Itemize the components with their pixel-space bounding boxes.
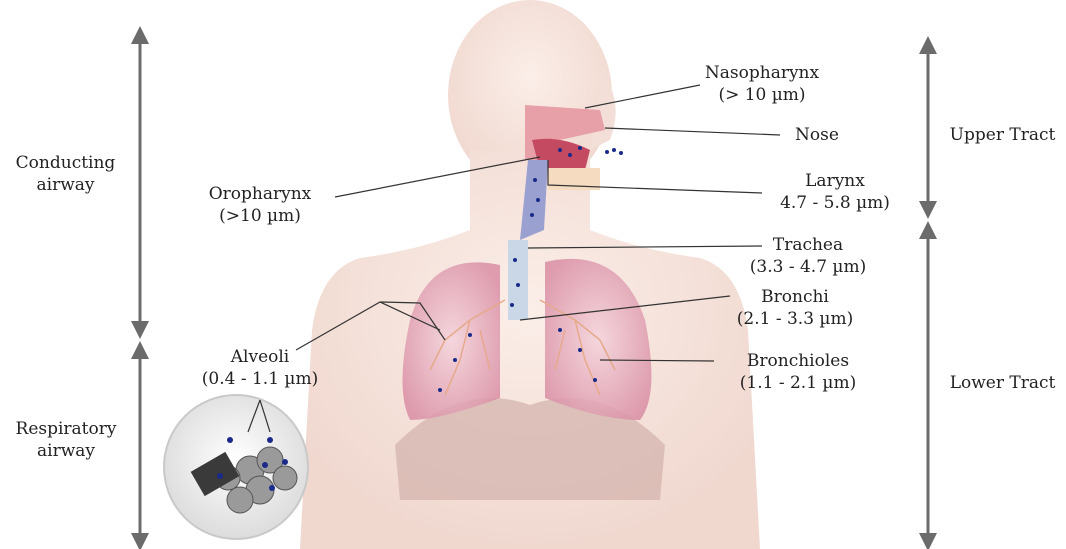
lower-tract-label: Lower Tract — [940, 372, 1065, 394]
oropharynx-label: Oropharynx (>10 µm) — [195, 183, 325, 227]
alveoli-inset — [164, 395, 308, 539]
conducting-airway-label: Conducting airway — [8, 152, 123, 196]
nasopharynx-label: Nasopharynx (> 10 µm) — [692, 62, 832, 106]
larynx-label: Larynx 4.7 - 5.8 µm) — [765, 170, 905, 214]
respiratory-airway-label: Respiratory airway — [5, 418, 127, 462]
bronchioles-label: Bronchioles (1.1 - 2.1 µm) — [728, 350, 868, 394]
trachea-label: Trachea (3.3 - 4.7 µm) — [738, 234, 878, 278]
upper-tract-label: Upper Tract — [940, 124, 1065, 146]
nose-label: Nose — [782, 124, 852, 146]
alveoli-label: Alveoli (0.4 - 1.1 µm) — [190, 346, 330, 390]
bronchi-label: Bronchi (2.1 - 3.3 µm) — [725, 286, 865, 330]
